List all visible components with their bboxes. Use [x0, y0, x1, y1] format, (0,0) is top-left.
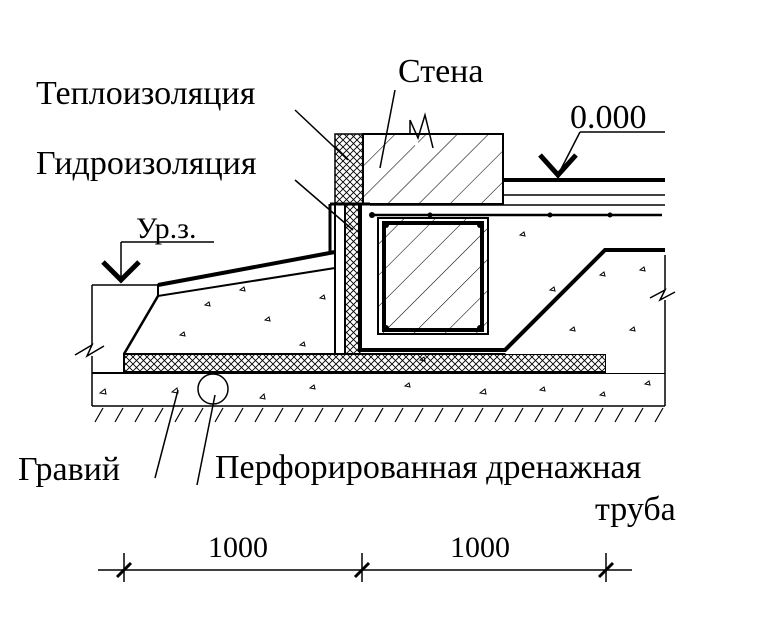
grade-beam — [377, 217, 489, 335]
ground-level-label: Ур.з. — [136, 212, 196, 245]
floor-finish — [502, 178, 665, 204]
floor-level-label: 0.000 — [570, 99, 647, 136]
gravel-bed — [91, 372, 665, 406]
drain-pipe — [197, 373, 229, 405]
drain-pipe-label-line2: труба — [595, 491, 676, 528]
rebar — [369, 212, 662, 218]
left-soil-edge — [74, 284, 158, 373]
thermal-insulation-layer-lower — [344, 204, 361, 355]
leader-lines — [154, 89, 396, 486]
gravel-label: Гравий — [18, 451, 120, 488]
dimension-left-label: 1000 — [208, 531, 268, 564]
dimension-line — [98, 553, 632, 582]
dimension-right-label: 1000 — [450, 531, 510, 564]
floor-level-mark — [538, 131, 665, 179]
drain-pipe-label-line1: Перфорированная дренажная — [215, 449, 642, 486]
ground-level-mark — [101, 241, 214, 284]
wall-label: Стена — [398, 53, 483, 90]
insulation-board — [123, 353, 607, 373]
ground-surface — [92, 405, 665, 423]
wall — [362, 112, 504, 205]
waterproofing-label: Гидроизоляция — [36, 145, 257, 182]
thermal-insulation-layer — [334, 133, 364, 205]
thermal-insulation-label: Теплоизоляция — [36, 75, 256, 112]
